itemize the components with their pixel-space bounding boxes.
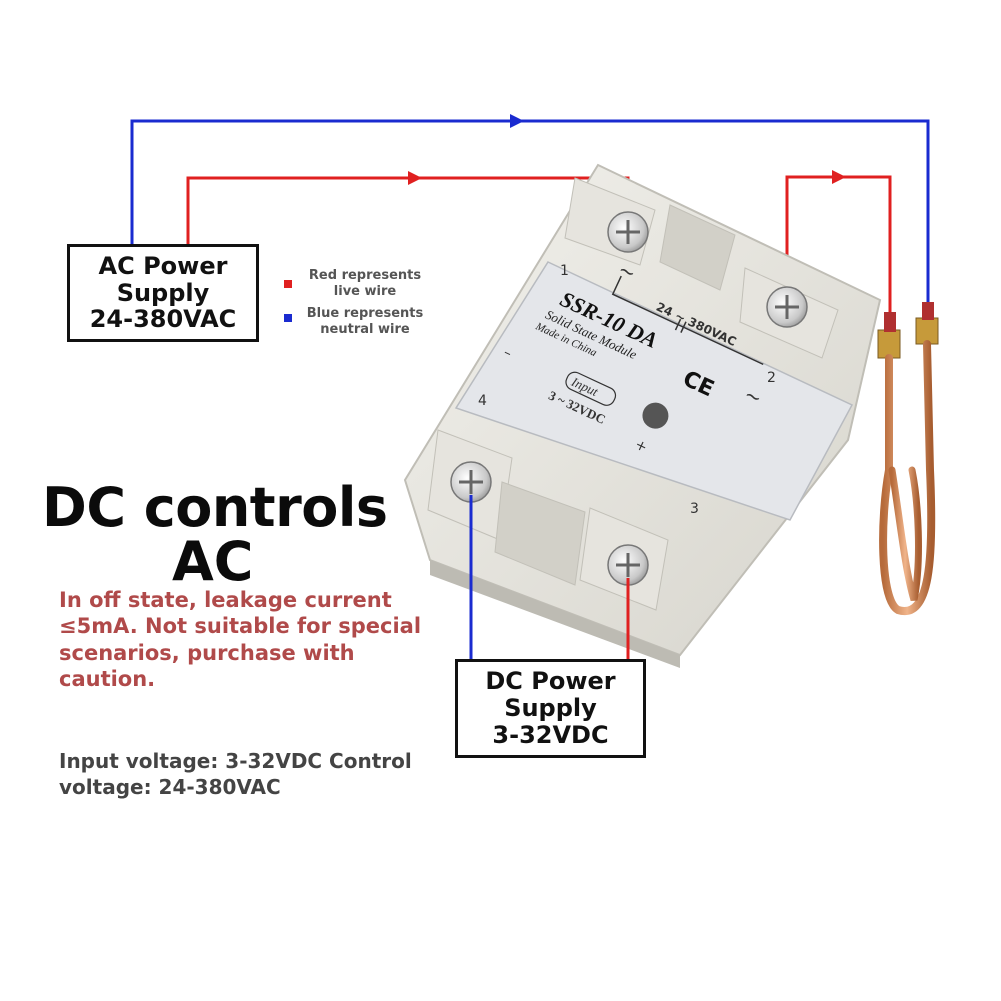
- headline-line-1: DC controls: [42, 476, 388, 539]
- headline-line-2: AC: [172, 530, 254, 593]
- red-legend-line-1: Red represents: [308, 268, 422, 283]
- label-plate: [454, 261, 854, 521]
- ssr-module: 24 ~ 380VAC ~ ~ SSR-10 DA Solid State Mo…: [403, 163, 882, 668]
- ac-supply-line-3: 24-380VAC: [89, 305, 237, 334]
- terminal-label-1: 1: [560, 263, 569, 279]
- terminal-label-2: 2: [767, 370, 776, 386]
- warning-text: In off state, leakage current ≤5mA. Not …: [59, 588, 422, 691]
- screw-terminal-2: [766, 286, 808, 328]
- screw-terminal-1: [607, 211, 649, 253]
- dc-supply-line-2: Supply: [504, 694, 597, 723]
- status-led: [642, 402, 669, 429]
- spec-text: Input voltage: 3-32VDC Control voltage: …: [59, 749, 412, 799]
- dc-power-supply-box: DC Power Supply 3-32VDC: [455, 659, 646, 758]
- live-arrow-1: [408, 171, 422, 185]
- screw-terminal-3: [607, 544, 649, 586]
- terminal-label-4: 4: [478, 393, 487, 409]
- blue-legend-line-1: Blue represents: [306, 306, 424, 321]
- dc-supply-line-1: DC Power: [485, 667, 616, 696]
- heater-element: [877, 302, 939, 616]
- red-legend-dot: [284, 280, 292, 288]
- ac-supply-line-1: AC Power: [98, 251, 228, 280]
- live-wire-2: [785, 170, 892, 322]
- dc-supply-line-3: 3-32VDC: [492, 720, 609, 749]
- neutral-arrow: [510, 114, 524, 128]
- blue-legend-text: Blue represents neutral wire: [300, 306, 430, 339]
- ac-supply-line-2: Supply: [116, 278, 210, 307]
- terminal-label-3: 3: [690, 501, 699, 517]
- red-legend-text: Red represents live wire: [300, 268, 430, 301]
- live-arrow-2: [832, 170, 846, 184]
- red-legend-line-2: live wire: [333, 284, 397, 300]
- blue-legend-line-2: neutral wire: [320, 322, 410, 338]
- ac-power-supply-box: AC Power Supply 24-380VAC: [67, 244, 259, 342]
- blue-legend-dot: [284, 314, 292, 322]
- neutral-wire: [130, 114, 930, 318]
